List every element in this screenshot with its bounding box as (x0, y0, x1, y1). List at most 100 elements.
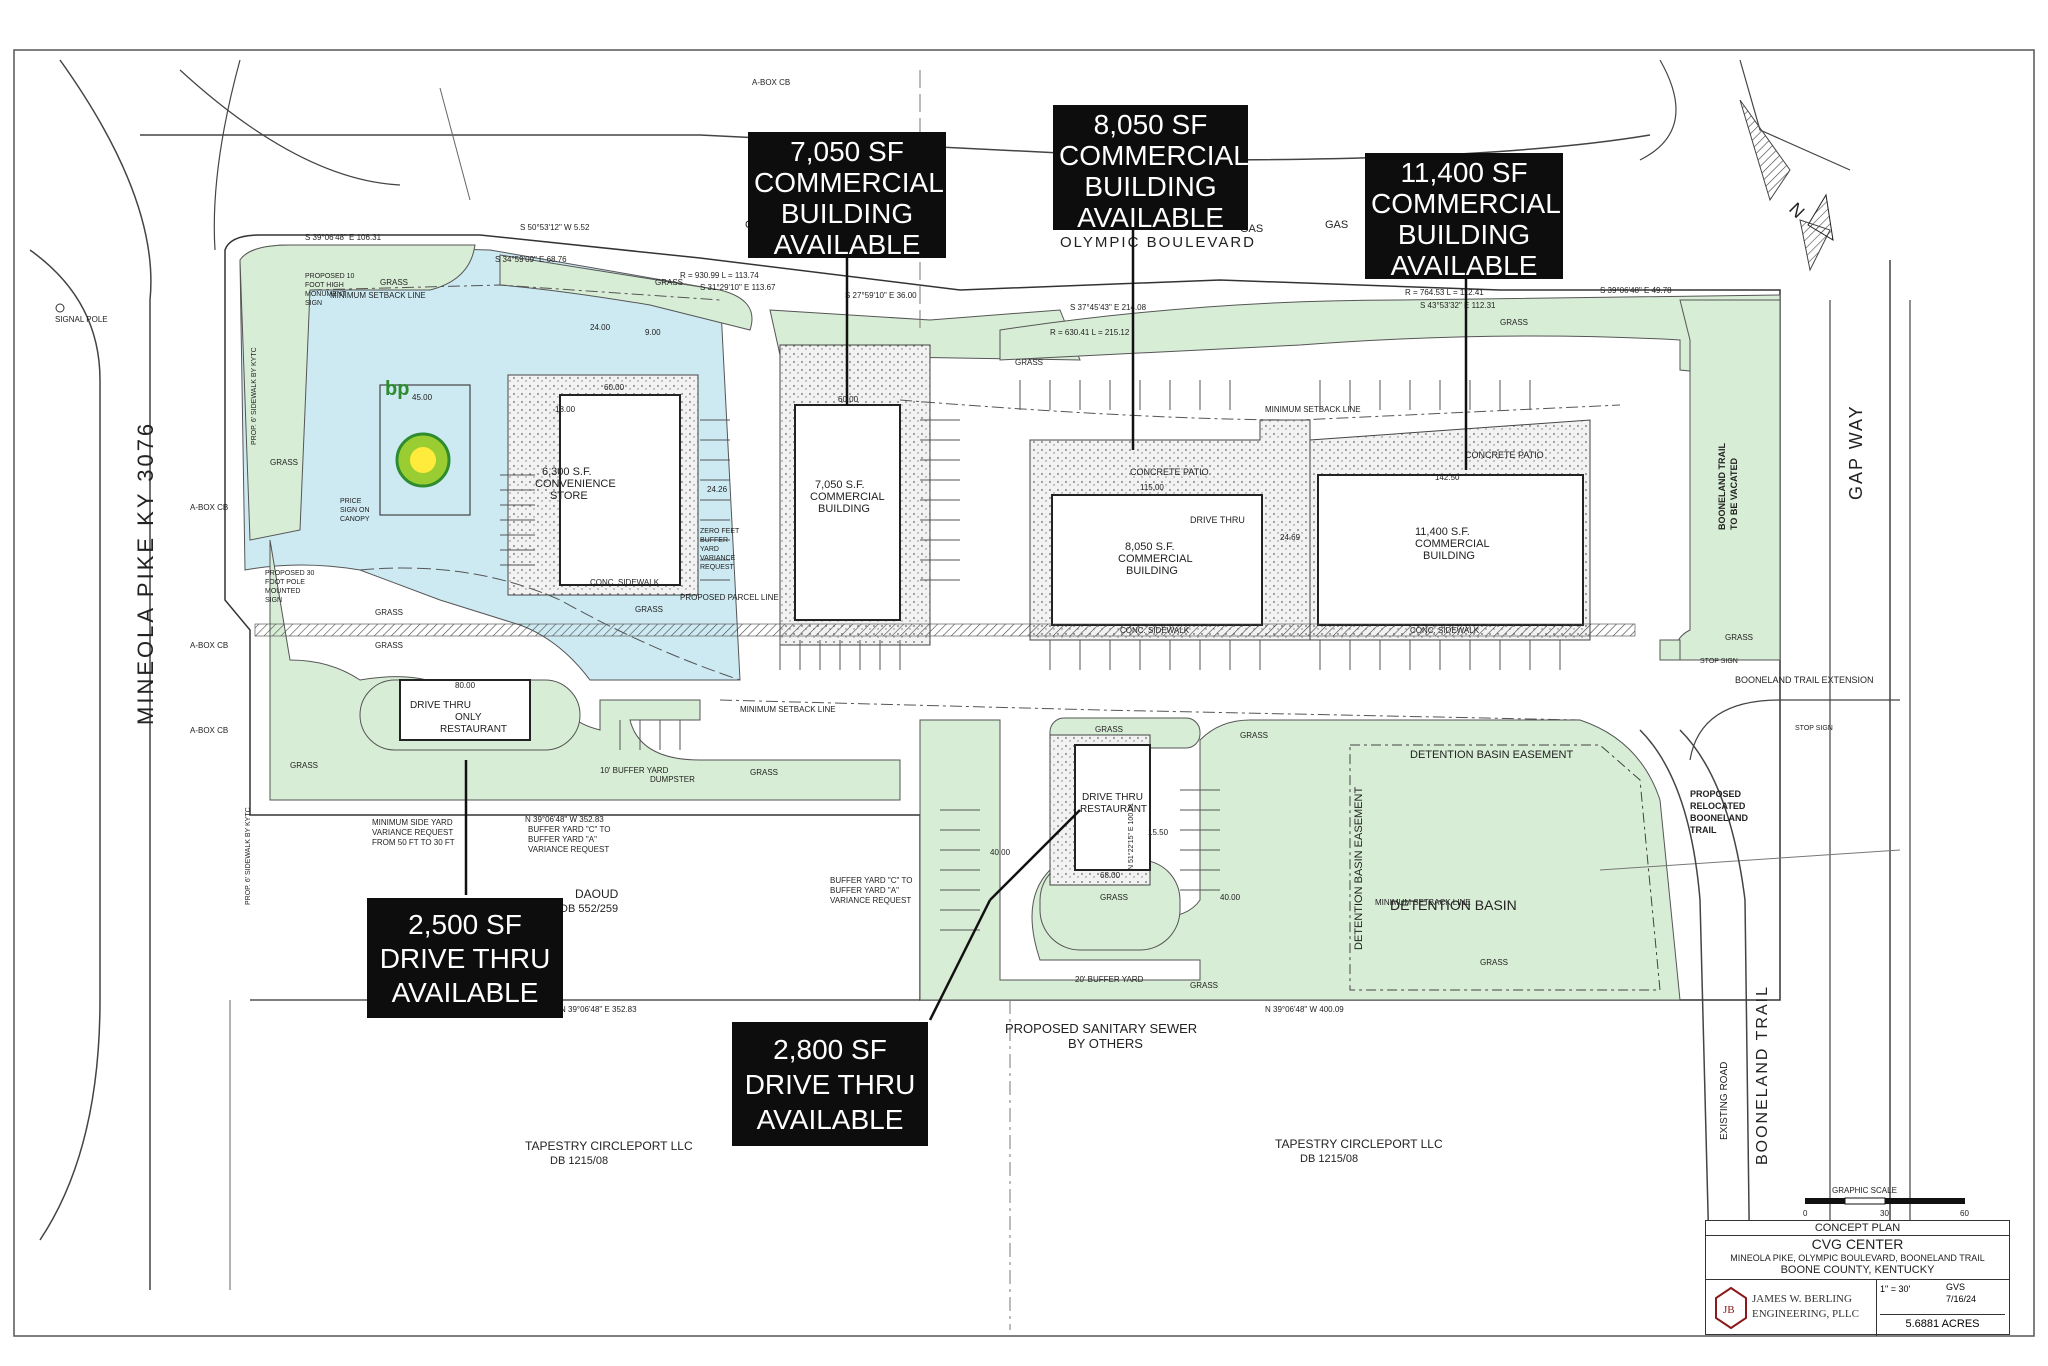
callout-11400-line1: 11,400 SF (1400, 157, 1528, 188)
tapestry-label-4: DB 1215/08 (1300, 1153, 1358, 1165)
grass-14: GRASS (1725, 633, 1753, 642)
b7050-label-3: BUILDING (818, 503, 870, 515)
grass-4: GRASS (1500, 318, 1528, 327)
grass-15: GRASS (1100, 893, 1128, 902)
price-sign-a: PRICE (340, 498, 362, 505)
dt1-label-1: DRIVE THRU (410, 700, 471, 711)
tapestry-label-1: TAPESTRY CIRCLEPORT LLC (525, 1139, 693, 1153)
price-sign-b: SIGN ON (340, 507, 370, 514)
dim-11: 80.00 (455, 681, 476, 690)
grass-13: GRASS (1190, 981, 1218, 990)
grass-3: GRASS (1015, 358, 1043, 367)
callout-7050-line4: AVAILABLE (773, 229, 921, 260)
gas-label-3: GAS (1325, 219, 1348, 231)
abox-label-1: A-BOX CB (190, 503, 228, 512)
title-date: 7/16/24 (1946, 1294, 1977, 1304)
booneland-label: BOONELAND TRAIL (1754, 985, 1771, 1165)
svg-text:30: 30 (1880, 1209, 1889, 1218)
callout-7050-line2: COMMERCIAL (754, 167, 944, 198)
dt1-label-3: RESTAURANT (440, 724, 507, 735)
bearing-9: R = 764.53 L = 112.41 (1405, 288, 1484, 297)
firm-name-2: ENGINEERING, PLLC (1752, 1308, 1859, 1320)
bearing-4: R = 930.99 L = 113.74 (680, 271, 759, 280)
firm-logo-icon: JB (1715, 1286, 1747, 1330)
callout-8050-line4: AVAILABLE (1077, 202, 1224, 233)
island-hatch (1739, 99, 1791, 202)
b7050-building (794, 404, 901, 621)
grass-island-1 (1659, 639, 1681, 661)
title-streets: MINEOLA PIKE, OLYMPIC BOULEVARD, BOONELA… (1730, 1253, 1985, 1263)
abox-label-3: A-BOX CB (190, 726, 228, 735)
title-meta: 1" = 30' GVS 7/16/24 5.6881 ACRES (1876, 1279, 2009, 1336)
svg-text:N: N (1785, 199, 1808, 222)
dim-12: 68.00 (1100, 871, 1121, 880)
monument-d: SIGN (305, 300, 322, 307)
relocated-3: BOONELAND (1690, 813, 1748, 823)
zero-buffer-e: REQUEST (700, 564, 735, 571)
dim-15: 40.00 (1220, 893, 1241, 902)
grass-16: GRASS (290, 761, 318, 770)
callout-8050-line2: COMMERCIAL (1059, 140, 1249, 171)
monument-c: MONUMENT (305, 291, 347, 298)
grass-11: GRASS (1240, 731, 1268, 740)
dim-2: 60.00 (604, 383, 625, 392)
booneland-extension (1689, 699, 1900, 761)
dumpster-label: DUMPSTER (650, 775, 695, 784)
graphic-scale: GRAPHIC SCALE 0 30 60 (1803, 1186, 1969, 1218)
callout-2800: 2,800 SF DRIVE THRU AVAILABLE (732, 1022, 928, 1146)
dim-10: 142.50 (1435, 473, 1460, 482)
callout-8050: 8,050 SF COMMERCIAL BUILDING AVAILABLE (1053, 105, 1249, 233)
pole-sign-b: FOOT POLE (265, 579, 305, 586)
olympic-east-curve (1639, 59, 1677, 161)
grass-8: GRASS (635, 605, 663, 614)
sidewalk-kytc-2: PROP. 6' SIDEWALK BY KYTC (251, 347, 258, 445)
svg-text:JB: JB (1723, 1304, 1735, 1316)
variance-2c: VARIANCE REQUEST (528, 845, 609, 854)
callout-2500-line3: AVAILABLE (391, 977, 539, 1008)
booneland-ext-label: BOONELAND TRAIL EXTENSION (1735, 675, 1874, 685)
callout-7050-line1: 7,050 SF (790, 136, 904, 167)
bearing-13: N 39°06'48" E 352.83 (560, 1005, 637, 1014)
dt2-building (1074, 744, 1151, 871)
gap-way-label: GAP WAY (1846, 404, 1866, 500)
zero-buffer-a: ZERO FEET (700, 528, 740, 535)
bearing-14: N 39°06'48" W 400.09 (1265, 1005, 1344, 1014)
parcel-line-label: PROPOSED PARCEL LINE (680, 593, 779, 602)
callout-7050: 7,050 SF COMMERCIAL BUILDING AVAILABLE (748, 132, 946, 260)
pole-sign-a: PROPOSED 30 (265, 570, 315, 577)
bp-logo-center (410, 447, 436, 473)
store-label-1: 6,300 S.F. (542, 466, 592, 478)
drive-thru-label: DRIVE THRU (1190, 515, 1245, 525)
monument-a: PROPOSED 10 (305, 273, 355, 280)
title-acres: 5.6881 ACRES (1880, 1314, 2005, 1330)
callout-2800-line1: 2,800 SF (773, 1034, 887, 1065)
setback-label-2: MINIMUM SETBACK LINE (1265, 405, 1361, 414)
sewer-label-2: BY OTHERS (1068, 1036, 1143, 1051)
b11400-label-3: BUILDING (1423, 550, 1475, 562)
buffer20-label: 20' BUFFER YARD (1075, 975, 1144, 984)
dim-6: 24.26 (707, 485, 728, 494)
bearing-10: S 43°53'32" E 112.31 (1420, 301, 1496, 310)
b7050-label-1: 7,050 S.F. (815, 479, 865, 491)
relocated-2: RELOCATED (1690, 801, 1746, 811)
b8050-label-3: BUILDING (1126, 565, 1178, 577)
site-boundary (224, 234, 1781, 1001)
abox-label-4: A-BOX CB (752, 78, 790, 87)
grass-nw (239, 244, 476, 541)
store-label-2: CONVENIENCE (535, 478, 616, 490)
callout-11400: 11,400 SF COMMERCIAL BUILDING AVAILABLE (1365, 153, 1563, 281)
variance-1c: VARIANCE REQUEST (830, 896, 911, 905)
sidewalk-kytc-1: PROP. 6' SIDEWALK BY KYTC (245, 807, 252, 905)
callout-8050-line3: BUILDING (1084, 171, 1217, 202)
callout-2500-line1: 2,500 SF (408, 909, 522, 940)
bearing-5: S 31°29'10" E 113.67 (700, 283, 776, 292)
grass-6: GRASS (375, 608, 403, 617)
grass-5: GRASS (270, 458, 298, 467)
dt1-building (399, 679, 531, 741)
callout-2500-line2: DRIVE THRU (379, 943, 551, 974)
title-county: BOONE COUNTY, KENTUCKY (1780, 1264, 1935, 1276)
callout-7050-line3: BUILDING (780, 198, 914, 229)
b8050-label-2: COMMERCIAL (1118, 553, 1193, 565)
bearing-3: S 50°53'12" W 5.52 (520, 223, 590, 232)
